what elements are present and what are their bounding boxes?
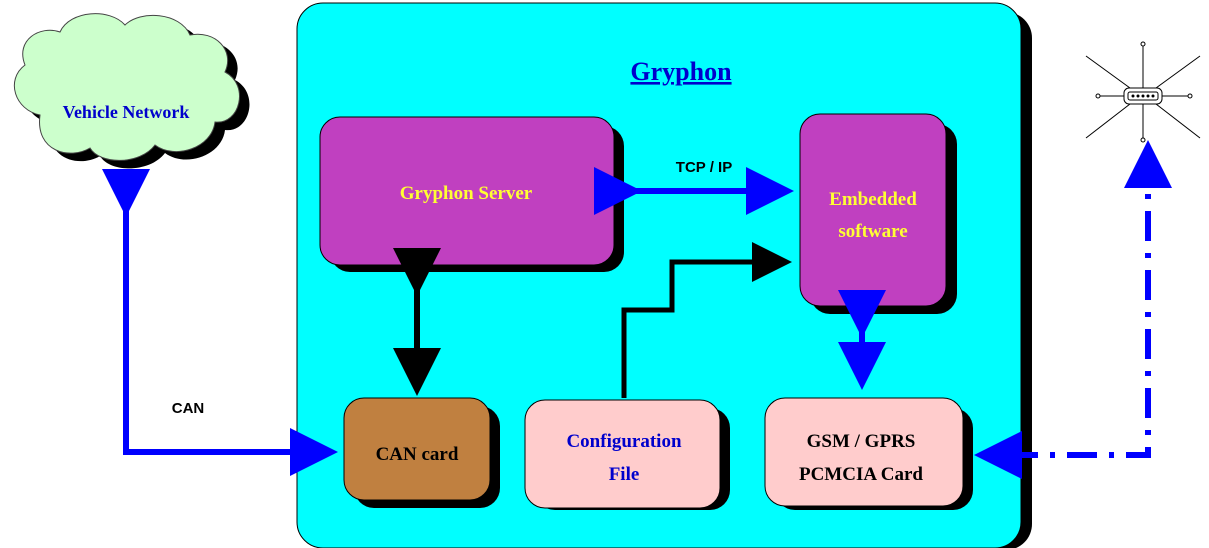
can-link-label: CAN — [172, 400, 205, 417]
embedded-software-label-1: Embedded — [829, 189, 917, 210]
vehicle-network-cloud — [13, 13, 250, 169]
gryphon-title: Gryphon — [630, 57, 732, 86]
network-hub-icon — [1085, 41, 1201, 143]
embedded-software-box — [799, 113, 957, 314]
configuration-file-label-1: Configuration — [566, 431, 682, 452]
embedded-software-label-2: software — [838, 221, 907, 242]
gsm-gprs-label-1: GSM / GPRS — [807, 431, 916, 452]
gsm-gprs-card-box — [764, 397, 973, 510]
configuration-file-box — [524, 399, 730, 510]
can-card-box — [343, 397, 500, 508]
wireless-link — [1008, 170, 1151, 458]
configuration-file-label-2: File — [609, 464, 640, 485]
gryphon-server-box — [319, 116, 624, 272]
vehicle-network-label: Vehicle Network — [63, 102, 190, 122]
tcp-ip-label: TCP / IP — [676, 159, 732, 176]
config-to-embedded-arrow — [621, 242, 792, 398]
gsm-gprs-label-2: PCMCIA Card — [799, 464, 923, 485]
can-link-arrow — [102, 169, 338, 476]
gryphon-server-label: Gryphon Server — [400, 183, 533, 204]
can-card-label: CAN card — [376, 444, 459, 465]
